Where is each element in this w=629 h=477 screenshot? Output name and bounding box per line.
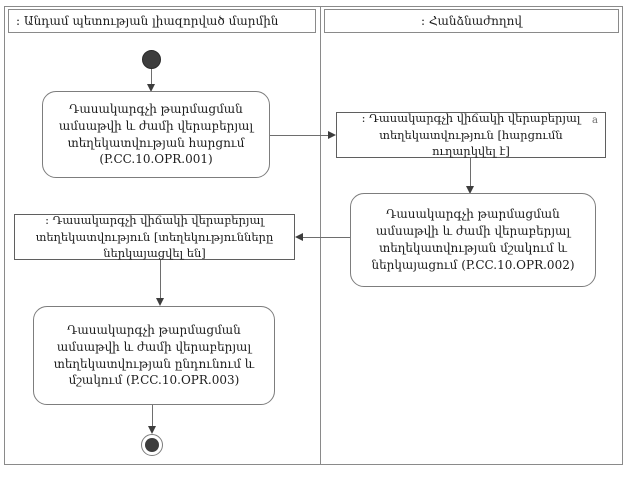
activity-node-opr002: Դասակարգչի թարմացման ամսաթվի և ժամի վերա…: [350, 193, 596, 287]
edge-object2-to-activity3: [160, 260, 161, 300]
edge-object1-to-activity2: [470, 158, 471, 187]
edge-activity3-to-final: [152, 405, 153, 427]
object-node-label: : Դասակարգչի վիճակի վերաբերյալ տեղեկատվո…: [361, 111, 581, 159]
activity-node-opr001: Դասակարգչի թարմացման ամսաթվի և ժամի վերա…: [42, 91, 270, 178]
swimlane-divider: [320, 6, 321, 465]
object-marker-icon: a: [592, 115, 598, 126]
object-node-label: : Դասակարգչի վիճակի վերաբերյալ տեղեկատվո…: [35, 213, 274, 261]
activity-final-node-icon: [141, 434, 163, 456]
activity-node-opr003: Դասակարգչի թարմացման ամսաթվի և ժամի վերա…: [33, 306, 275, 405]
arrowhead-right-icon: [328, 130, 336, 139]
arrowhead-down-icon: [466, 186, 474, 194]
edge-start-to-activity1: [151, 69, 152, 85]
object-node-request-sent: : Դասակարգչի վիճակի վերաբերյալ տեղեկատվո…: [336, 111, 606, 159]
arrowhead-down-icon: [156, 298, 164, 306]
edge-activity1-to-object1: [270, 135, 329, 136]
swimlane-header-commission: : Հանձնաժողով: [324, 9, 619, 33]
swimlane-title: : Հանձնաժողով: [421, 14, 522, 28]
activity-label: Դասակարգչի թարմացման ամսաթվի և ժամի վերա…: [53, 322, 255, 388]
final-node-dot: [145, 438, 159, 452]
swimlane-title: : Անդամ պետության լիազորված մարմին: [16, 14, 279, 28]
initial-node-icon: [142, 50, 161, 69]
arrowhead-down-icon: [148, 426, 156, 434]
swimlane-header-authorized-body: : Անդամ պետության լիազորված մարմին: [8, 9, 316, 33]
activity-label: Դասակարգչի թարմացման ամսաթվի և ժամի վերա…: [58, 101, 254, 167]
diagram-border: [4, 6, 623, 465]
arrowhead-left-icon: [295, 232, 303, 241]
arrowhead-down-icon: [147, 84, 155, 92]
edge-activity2-to-object2: [303, 237, 350, 238]
object-node-information-submitted: : Դասակարգչի վիճակի վերաբերյալ տեղեկատվո…: [14, 213, 295, 261]
activity-label: Դասակարգչի թարմացման ամսաթվի և ժամի վերա…: [371, 207, 575, 272]
